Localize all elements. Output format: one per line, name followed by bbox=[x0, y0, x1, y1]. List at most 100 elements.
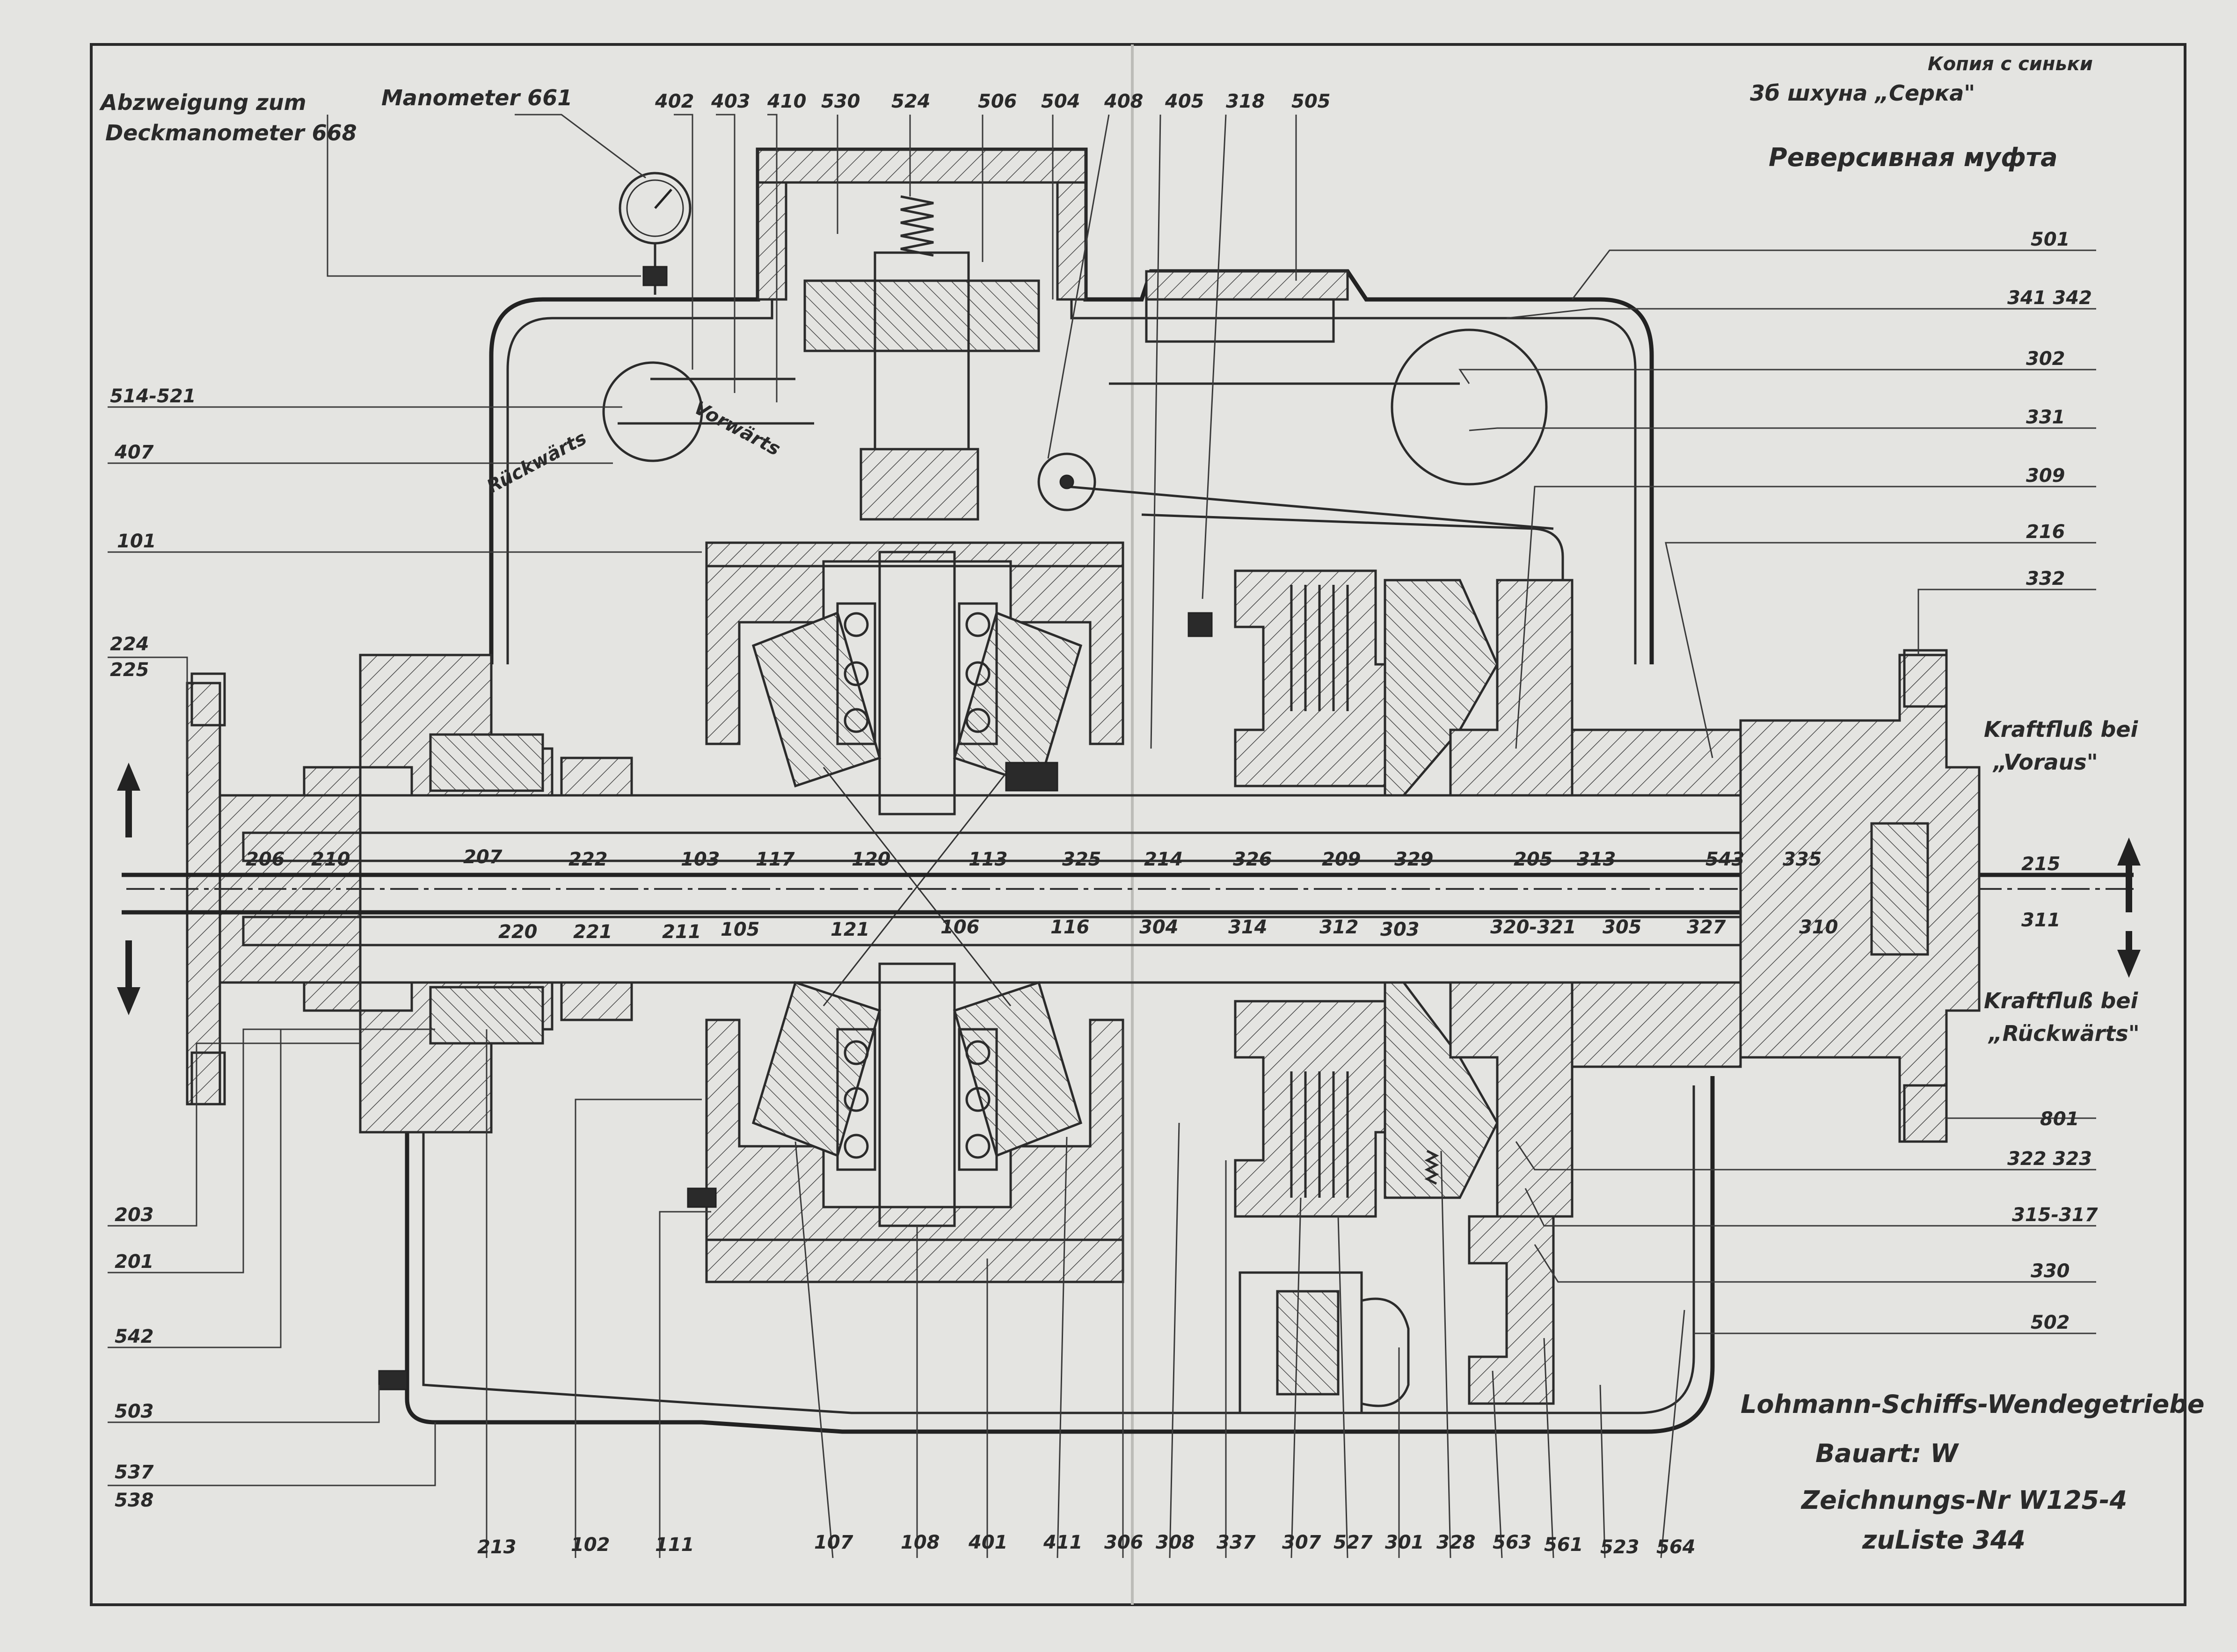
part-labels-shaft-upper: 206 210 207 222 103 117 120 113 325 214 … bbox=[246, 846, 1822, 870]
control-disc-left bbox=[602, 361, 703, 462]
control-disc-right bbox=[1391, 328, 1548, 486]
oil-pump-rotor bbox=[1276, 1290, 1340, 1396]
part-label: 506 bbox=[978, 91, 1017, 112]
part-label: 314 bbox=[1228, 917, 1268, 938]
manometer-needle bbox=[654, 189, 672, 209]
forward-flow-line1: Kraftfluß bei bbox=[1984, 717, 2139, 742]
part-label: 105 bbox=[721, 919, 760, 940]
upper-shaft bbox=[878, 551, 956, 815]
bevel-gear-top-right bbox=[953, 611, 1083, 788]
link-rod-diag bbox=[1066, 485, 1554, 530]
manometer-face bbox=[626, 179, 684, 237]
bevel-gear-bottom-left bbox=[751, 981, 882, 1157]
part-label: 524 bbox=[891, 91, 931, 112]
part-label: 310 bbox=[1799, 917, 1838, 938]
branch-note-line1: Abzweigung zum bbox=[99, 90, 306, 115]
part-label: 564 bbox=[1656, 1536, 1696, 1558]
part-label: 113 bbox=[969, 849, 1008, 870]
lever-bracket bbox=[860, 448, 979, 521]
part-labels-shaft-lower: 220 221 211 105 121 106 116 304 314 312 … bbox=[498, 917, 1838, 943]
part-label: 311 bbox=[2021, 910, 2061, 931]
manometer-label: Manometer 661 bbox=[381, 85, 572, 110]
top-cap bbox=[1145, 270, 1349, 301]
part-label: 320-321 bbox=[1490, 917, 1576, 938]
part-label: 331 bbox=[2026, 407, 2065, 428]
part-label: 211 bbox=[662, 921, 701, 943]
part-label: 505 bbox=[1291, 91, 1331, 112]
upper-bearings bbox=[836, 602, 998, 745]
part-label: 502 bbox=[2031, 1312, 2070, 1333]
part-label: 225 bbox=[110, 659, 149, 681]
manometer-nut bbox=[642, 266, 668, 286]
part-label: 309 bbox=[2026, 465, 2065, 487]
arrow-down-left-icon bbox=[117, 940, 140, 1015]
part-label: 335 bbox=[1783, 849, 1822, 870]
part-label: 301 bbox=[1385, 1532, 1424, 1553]
part-label: 102 bbox=[571, 1534, 610, 1556]
output-flange bbox=[1739, 654, 1981, 1143]
part-label: 111 bbox=[655, 1534, 694, 1556]
pump-gear-housing bbox=[1468, 1215, 1555, 1405]
flange-bolt-top bbox=[190, 672, 226, 727]
housing-bolt bbox=[687, 1187, 717, 1208]
piston-body bbox=[803, 279, 1040, 352]
part-label: 214 bbox=[1144, 849, 1183, 870]
part-label: 318 bbox=[1226, 91, 1265, 112]
drawing-title-ru: Реверсивная муфта bbox=[1769, 143, 2058, 172]
part-label: 216 bbox=[2026, 521, 2065, 543]
part-label: 561 bbox=[1544, 1534, 1583, 1556]
part-label: 326 bbox=[1233, 849, 1272, 870]
output-flange-bolt-top bbox=[1903, 649, 1948, 708]
clutch-plates-lower bbox=[1290, 1071, 1349, 1198]
part-label: 106 bbox=[940, 917, 980, 938]
vessel-name: 3б шхуна „Серка" bbox=[1750, 80, 1975, 106]
part-label: 401 bbox=[968, 1532, 1008, 1553]
clutch-plates-upper bbox=[1290, 585, 1349, 711]
upper-bevel-frame bbox=[705, 541, 1124, 568]
part-label: 315-317 bbox=[2012, 1204, 2098, 1226]
part-label: 121 bbox=[831, 919, 870, 940]
output-bearing bbox=[1870, 822, 1929, 956]
lever-label-forward: Vorwärts bbox=[690, 397, 784, 460]
upper-bevel-housing bbox=[705, 541, 1124, 745]
part-label: 210 bbox=[311, 849, 350, 870]
part-label: 201 bbox=[115, 1251, 154, 1273]
lever-pivot bbox=[1037, 452, 1096, 511]
gear-cross-2 bbox=[823, 767, 1012, 1006]
part-label: 405 bbox=[1165, 91, 1204, 112]
top-cap-inner bbox=[1145, 298, 1335, 343]
clutch-bolt bbox=[1188, 612, 1213, 637]
part-label: 329 bbox=[1394, 849, 1434, 870]
part-label: 341 342 bbox=[2007, 287, 2092, 309]
part-label: 116 bbox=[1050, 917, 1090, 938]
arrow-down-right-icon bbox=[2117, 931, 2141, 978]
part-label: 303 bbox=[1380, 919, 1420, 940]
oil-pipe-right bbox=[1141, 513, 1564, 795]
part-label: 407 bbox=[114, 442, 154, 463]
part-label: 325 bbox=[1062, 849, 1101, 870]
spacer-ring bbox=[560, 757, 633, 797]
output-flange-bolt-bottom bbox=[1903, 1084, 1948, 1143]
part-labels-bottom: 213 102 111 107 108 401 411 306 308 337 … bbox=[477, 1532, 1696, 1558]
bevel-gear-top-left bbox=[751, 611, 882, 788]
part-label: 337 bbox=[1217, 1532, 1256, 1553]
part-label: 307 bbox=[1282, 1532, 1321, 1553]
copy-note: Копия с синьки bbox=[1928, 53, 2093, 75]
part-labels-top: 402 403 410 530 524 506 504 408 405 318 … bbox=[655, 91, 1331, 112]
part-label: 207 bbox=[463, 846, 503, 868]
part-label: 103 bbox=[681, 849, 720, 870]
clutch-housing-lower bbox=[1234, 1000, 1386, 1218]
part-label: 222 bbox=[568, 849, 608, 870]
part-label: 537 bbox=[115, 1462, 154, 1483]
pump-coupling bbox=[1361, 1297, 1410, 1407]
part-label: 322 323 bbox=[2007, 1148, 2092, 1170]
part-label: 213 bbox=[477, 1536, 517, 1558]
part-label: 302 bbox=[2026, 348, 2065, 370]
part-label: 312 bbox=[1319, 917, 1359, 938]
part-label: 117 bbox=[756, 849, 795, 870]
part-label: 408 bbox=[1104, 91, 1144, 112]
flow-arrows bbox=[117, 763, 2141, 1015]
arrow-up-left-icon bbox=[117, 763, 140, 837]
part-label: 403 bbox=[711, 91, 751, 112]
